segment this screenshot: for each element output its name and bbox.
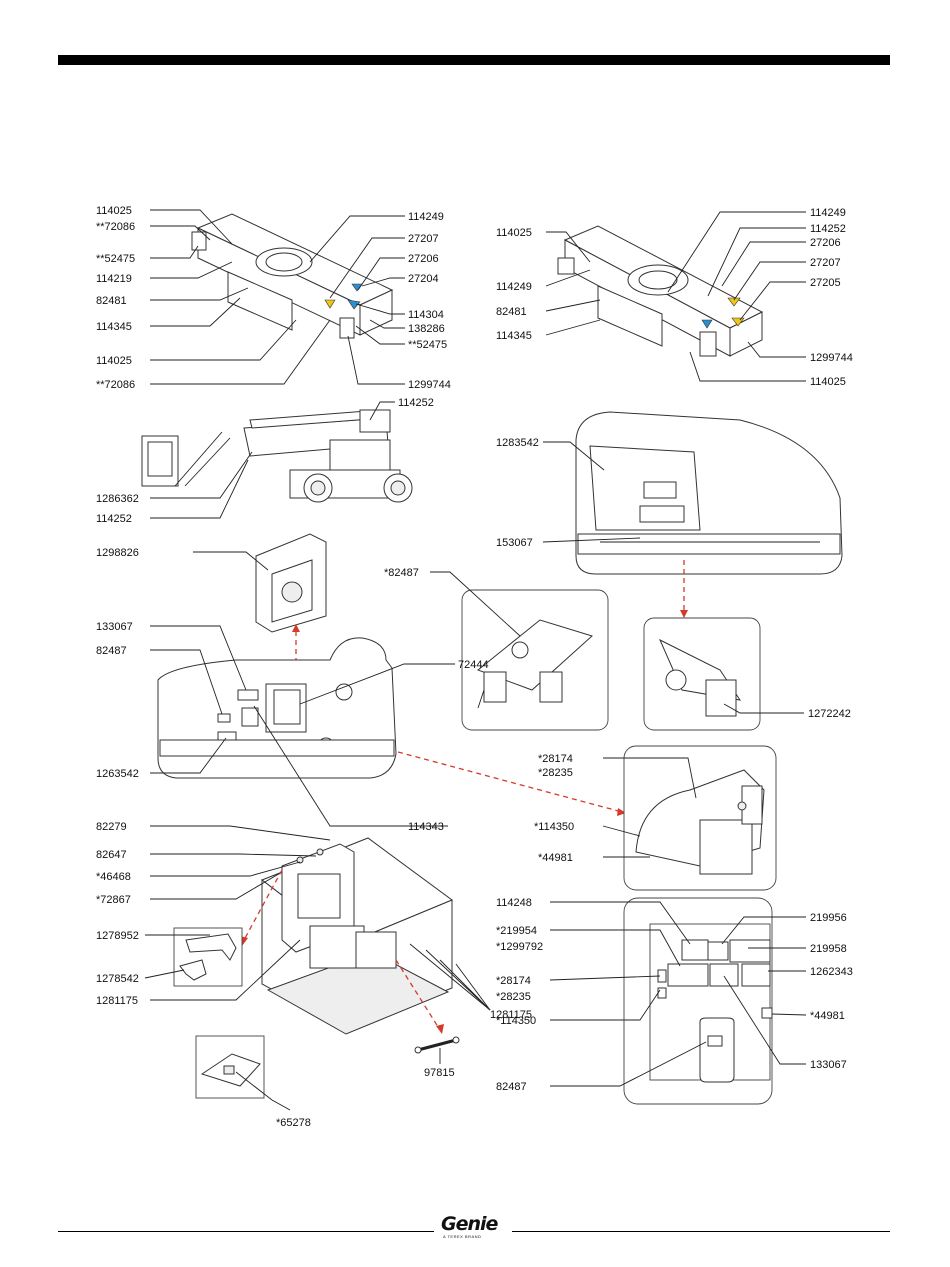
cover-drawing (602, 757, 765, 875)
callout-label: 82279 (96, 821, 127, 833)
callout-label: *114350 (496, 1015, 536, 1027)
callout-label: 27207 (810, 257, 841, 269)
callout-label: 114249 (496, 281, 532, 293)
callout-label: 27205 (810, 277, 841, 289)
callout-label: *82487 (384, 567, 419, 579)
callout-label: 114025 (810, 376, 846, 388)
callout-label: 133067 (96, 621, 133, 633)
callout-label: 114249 (810, 207, 846, 219)
callout-label: *44981 (538, 852, 573, 864)
platform-leaders (150, 705, 491, 1011)
callout-label: *46468 (96, 871, 131, 883)
callout-label: 114252 (398, 397, 434, 409)
hinge-drawing (430, 571, 593, 709)
callout-label: 27206 (408, 253, 439, 265)
callout-label: *28174 (538, 753, 573, 765)
callout-label: 82481 (96, 295, 127, 307)
callout-label: 133067 (810, 1059, 847, 1071)
boom-lift-drawing (141, 409, 413, 503)
callout-label: 114025 (496, 227, 532, 239)
rear-hood-drawing (575, 411, 843, 575)
callout-label: 219958 (810, 943, 847, 955)
control-box-drawing (193, 533, 327, 633)
rod-drawing (414, 1036, 460, 1064)
front-hood-drawing (157, 637, 397, 779)
logo-wordmark: Genie (441, 1213, 498, 1235)
callout-label: 1263542 (96, 768, 139, 780)
callout-label: 114219 (96, 273, 132, 285)
callout-label: 114025 (96, 355, 132, 367)
callout-label: 114025 (96, 205, 132, 217)
callout-label: 219956 (810, 912, 847, 924)
callout-label: 1299744 (408, 379, 451, 391)
callout-label: *219954 (496, 925, 537, 937)
turntable-drawing-left (191, 213, 394, 339)
footswitch-drawing (200, 1053, 291, 1111)
callout-label: 1281175 (490, 1009, 532, 1021)
bracket-drawing (144, 933, 237, 981)
callout-label: 72444 (458, 659, 489, 671)
turntable-drawing-right (557, 225, 764, 357)
pin-drawing (658, 638, 804, 717)
turntable-left-leaders (150, 209, 405, 385)
footer-rule-left (58, 1231, 434, 1232)
callout-label: 82481 (496, 306, 527, 318)
genie-logo: Genie A TEREX BRAND (441, 1214, 505, 1240)
turntable-right-leaders (545, 211, 806, 382)
callout-label: 114343 (408, 821, 444, 833)
callout-label: *72867 (96, 894, 131, 906)
callout-label: 82487 (496, 1081, 527, 1093)
header-rule (58, 55, 890, 65)
callout-label: 97815 (424, 1067, 455, 1079)
callout-label: *44981 (810, 1010, 845, 1022)
callout-label: 114345 (496, 330, 532, 342)
callout-label: **72086 (96, 221, 135, 233)
callout-label: **52475 (408, 339, 447, 351)
callout-label: 114304 (408, 309, 444, 321)
boom-leaders (150, 401, 395, 519)
panel-decals (657, 939, 773, 1083)
footer-rule-right (512, 1231, 890, 1232)
callout-label: **72086 (96, 379, 135, 391)
callout-label: 1298826 (96, 547, 139, 559)
callout-label: 114248 (496, 897, 532, 909)
callout-label: 114252 (810, 223, 846, 235)
panel-leaders (549, 901, 807, 1087)
callout-label: **52475 (96, 253, 135, 265)
callout-label: 1278542 (96, 973, 139, 985)
hood-leaders (542, 441, 641, 543)
callout-label: *28174 (496, 975, 531, 987)
callout-label: 82487 (96, 645, 127, 657)
callout-label: 114249 (408, 211, 444, 223)
callout-label: 1286362 (96, 493, 139, 505)
callout-label: 1299744 (810, 352, 853, 364)
callout-label: 114252 (96, 513, 132, 525)
callout-label: 27204 (408, 273, 439, 285)
callout-label: *28235 (538, 767, 573, 779)
callout-label: 82647 (96, 849, 127, 861)
callout-label: 1278952 (96, 930, 139, 942)
callout-label: 27207 (408, 233, 439, 245)
callout-label: 114345 (96, 321, 132, 333)
callout-label: *28235 (496, 991, 531, 1003)
callout-label: 27206 (810, 237, 841, 249)
front-hood-leaders (150, 625, 455, 774)
callout-label: 138286 (408, 323, 445, 335)
callout-label: 1283542 (496, 437, 539, 449)
callout-label: *1299792 (496, 941, 543, 953)
callout-label: 1272242 (808, 708, 851, 720)
callout-label: 1262343 (810, 966, 853, 978)
callout-label: 153067 (496, 537, 533, 549)
logo-tagline: A TEREX BRAND (443, 1234, 482, 1239)
platform-drawing (260, 837, 454, 1035)
callout-label: 1281175 (96, 995, 138, 1007)
callout-label: *114350 (534, 821, 574, 833)
callout-label: *65278 (276, 1117, 311, 1129)
